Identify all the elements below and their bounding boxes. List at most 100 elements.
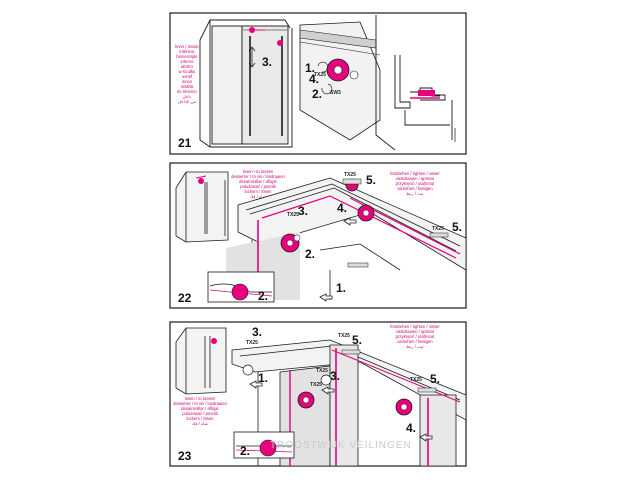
step-label: 5. [452, 220, 462, 234]
note-line: intérieur [179, 49, 195, 54]
tool-label: TX25 [344, 172, 356, 178]
tool-label: TX25 [410, 377, 422, 383]
clamp-block [347, 262, 369, 268]
step-label: 2. [312, 87, 322, 101]
note-line: lockern / lösen [245, 189, 273, 194]
tool-label: TX25 [338, 333, 350, 339]
watermark: TROOSTWIJK VEILINGEN [270, 440, 412, 451]
inside-note: lever / inside intérieur binnenzijde int… [175, 44, 199, 104]
inset-zoom: 2. [207, 271, 275, 303]
step-label: 2. [240, 444, 250, 458]
note-line: desatornillar / aflojar [181, 406, 219, 411]
step-label: 1. [336, 281, 346, 295]
step-label: 1. [258, 371, 268, 385]
note-line: dentro [181, 64, 194, 69]
note-line: ثبت / ربط [406, 191, 423, 196]
note-line: anziehen / festigen [397, 339, 433, 344]
note-line: losen / to loosen [243, 169, 274, 174]
rail-profile [375, 15, 456, 151]
step-label: 3. [262, 55, 272, 69]
note-line: losen / to loosen [185, 396, 216, 401]
rotate-arrow-icon [317, 61, 329, 73]
note-line: vastdraaien / apretar [396, 329, 435, 334]
note-line: lockern / lösen [187, 416, 215, 421]
step-label: 3. [298, 204, 308, 218]
seal-profile-highlight [418, 90, 435, 96]
clamp-block [342, 178, 362, 185]
enclosure-thumbnail [175, 327, 227, 395]
note-line: przykręcić / utáhnout [396, 181, 435, 186]
rail-highlight [261, 195, 457, 259]
step-label: 4. [309, 72, 319, 86]
panel-22: 22 losen / to loosen desserrer / to vis … [169, 162, 467, 309]
left-arrow-icon [319, 217, 357, 302]
tool-label: TX25 [316, 368, 328, 374]
rotate-arrow-icon [321, 83, 333, 95]
step-label: 5. [366, 173, 376, 187]
note-line: ثبت / ربط [406, 344, 423, 349]
note-line: w środku [179, 69, 196, 74]
roller-marker [277, 40, 283, 46]
note-line: przykręcić / utáhnout [396, 334, 435, 339]
tighten-note: festziehen / tighten / visser vastdraaie… [390, 324, 440, 349]
note-line: poluzować / povolit [182, 411, 218, 416]
nut-icon [293, 234, 301, 242]
step-label: 3. [252, 325, 262, 339]
clamp-block [417, 387, 437, 393]
note-line: desserrer / to vis / losdraaien [173, 401, 227, 406]
left-arrow-icon [249, 380, 433, 442]
nut-icon [349, 70, 359, 80]
step-label: 2. [305, 247, 315, 261]
note-line: binnenzijde [176, 54, 198, 59]
panel-number: 21 [178, 136, 192, 150]
detail-zoom: 1. 4. 2. TX25 SW3 [299, 21, 381, 141]
lift-arrow-icon [248, 46, 256, 68]
note-line: interno [181, 59, 194, 64]
rail-highlight [331, 349, 461, 403]
panel-frame [169, 12, 467, 155]
shower-enclosure [199, 19, 293, 148]
note-line: festziehen / tighten / visser [390, 324, 440, 329]
tool-label: TX25 [432, 226, 444, 232]
note-line: sisältä [181, 84, 194, 89]
panel-frame [169, 162, 467, 309]
note-line: داخل [183, 94, 192, 99]
clamp-block [341, 349, 361, 355]
panel-number: 22 [178, 291, 192, 305]
note-line: poluzować / povolit [240, 184, 276, 189]
enclosure-thumbnail [175, 171, 229, 243]
step-label: 2. [258, 289, 268, 303]
panel-number: 23 [178, 449, 192, 463]
tighten-note: festziehen / tighten / visser vastdraaie… [390, 171, 440, 196]
note-line: من الداخل [178, 99, 196, 104]
nut-icon [242, 364, 254, 376]
roller-marker [198, 178, 204, 184]
panel-23: 23 losen / to loosen desserrer / to vis … [169, 321, 467, 467]
note-line: innen [182, 79, 193, 84]
tool-label: TX25 [287, 212, 299, 218]
note-line: anziehen / festigen [397, 186, 433, 191]
roller-marker [211, 338, 217, 344]
loosen-note: losen / to loosen desserrer / to vis / l… [231, 169, 285, 199]
step-label: 4. [337, 201, 347, 215]
clamp-block [429, 232, 449, 238]
loosen-note: losen / to loosen desserrer / to vis / l… [173, 396, 227, 426]
tool-label: TX25 [314, 72, 326, 78]
note-line: desserrer / to vis / losdraaien [231, 174, 285, 179]
note-line: im Inneren [177, 89, 197, 94]
note-line: uvnitř [182, 74, 193, 79]
nut-icon [320, 374, 332, 386]
note-line: desatornillar / aflojar [239, 179, 277, 184]
step-label: 4. [406, 421, 416, 435]
note-line: شاه / فك [250, 194, 266, 199]
rail-highlight [195, 175, 207, 179]
step-label: 5. [352, 333, 362, 347]
step-label: 1. [305, 61, 315, 75]
panel-21: 21 lever / inside intérieur binnenzijde … [169, 12, 467, 155]
note-line: festziehen / tighten / visser [390, 171, 440, 176]
note-line: شاه / فك [192, 421, 208, 426]
note-line: lever / inside [175, 44, 199, 49]
step-label: 5. [430, 372, 440, 386]
tool-label: TX25 [246, 340, 258, 346]
